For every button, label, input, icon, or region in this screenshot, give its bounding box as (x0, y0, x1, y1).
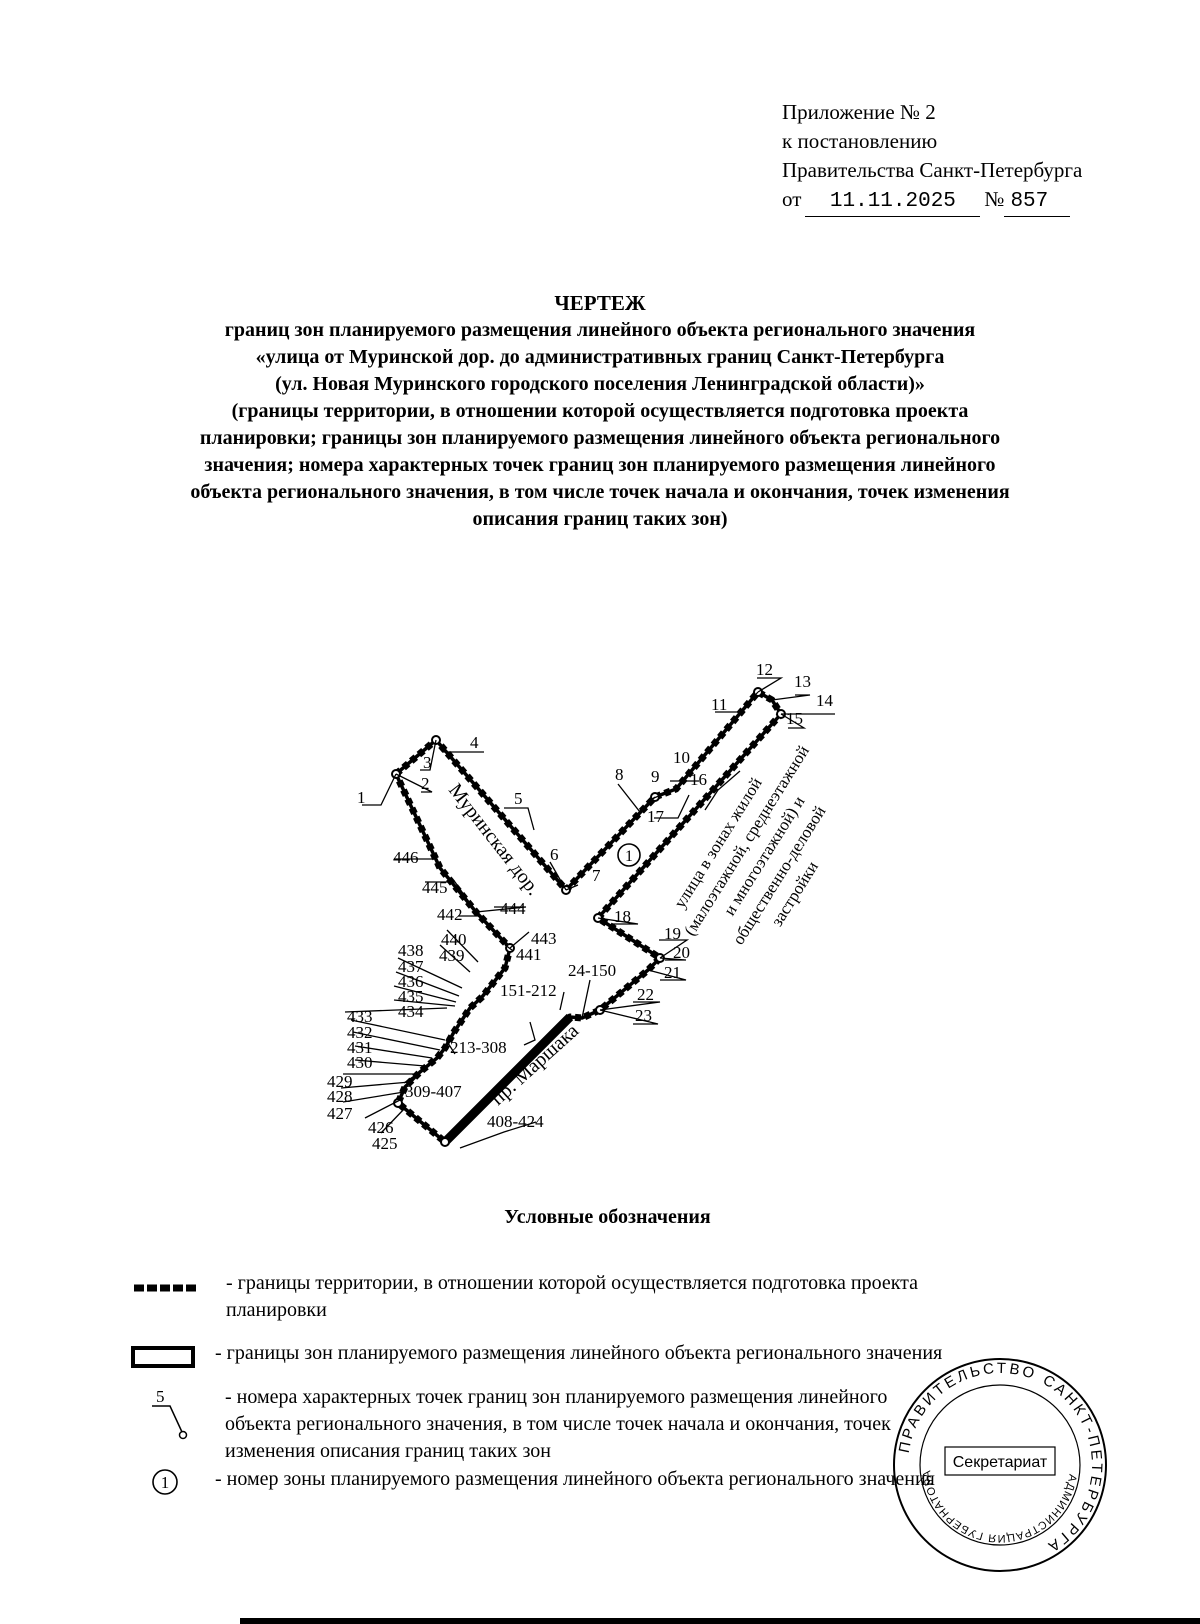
point-label: 438 (398, 941, 424, 960)
svg-text:5: 5 (156, 1387, 165, 1406)
point-label: 429 (327, 1072, 353, 1091)
range-label: 408-424 (487, 1112, 544, 1131)
range-label: 213-308 (450, 1038, 507, 1057)
point-label: 426 (368, 1118, 394, 1137)
title-line-4: (границы территории, в отношении которой… (231, 400, 969, 422)
svg-text:1: 1 (625, 848, 633, 865)
range-label: 151-212 (500, 981, 557, 1000)
title-heading: ЧЕРТЕЖ (554, 291, 646, 315)
point-label: 443 (531, 929, 557, 948)
point-label: 428 (327, 1087, 353, 1106)
number-label: № (984, 187, 1005, 211)
legend-text-3c: изменения описания границ таких зон (225, 1440, 552, 1462)
point-label: 425 (372, 1134, 398, 1153)
bottom-scan-edge (240, 1618, 1200, 1624)
road-label-murinskaya: Муринская дор. (444, 780, 545, 900)
from-label: от (782, 187, 802, 211)
svg-text:1: 1 (161, 1473, 170, 1492)
document-title: ЧЕРТЕЖ границ зон планируемого размещени… (100, 290, 1100, 533)
point-label: 21 (664, 963, 681, 982)
official-stamp: ПРАВИТЕЛЬСТВО САНКТ-ПЕТЕРБУРГА АДМИНИСТР… (893, 1358, 1107, 1572)
zone-description: улица в зонах жилой (малоэтажной, средне… (670, 742, 829, 948)
point-label: 10 (673, 748, 690, 767)
zone-number-marker: 1 (617, 843, 641, 867)
point-label: 14 (816, 691, 834, 710)
point-label: 430 (347, 1053, 373, 1072)
legend-text-2: - границы зон планируемого размещения ли… (215, 1342, 943, 1364)
range-label: 309-407 (405, 1082, 462, 1101)
appendix-block: Приложение № 2 к постановлению Правитель… (782, 98, 1082, 217)
point-label: 7 (592, 866, 601, 885)
point-labels: 1 2 3 4 5 6 7 8 9 10 11 12 13 14 15 16 1… (327, 660, 834, 1153)
point-label: 23 (635, 1006, 652, 1025)
legend-text-4: - номер зоны планируемого размещения лин… (215, 1468, 935, 1490)
legend-title: Условные обозначения (504, 1206, 711, 1228)
point-label: 436 (398, 972, 424, 991)
svg-text:АДМИНИСТРАЦИЯ ГУБЕРНАТОРА: АДМИНИСТРАЦИЯ ГУБЕРНАТОРА (921, 1469, 1078, 1544)
point-label: 435 (398, 987, 424, 1006)
title-line-6: значения; номера характерных точек грани… (204, 454, 996, 476)
point-label: 8 (615, 765, 624, 784)
point-label: 432 (347, 1023, 373, 1042)
point-label: 439 (439, 946, 465, 965)
point-label: 1 (357, 788, 366, 807)
title-line-8: описания границ таких зон) (472, 508, 728, 530)
point-label: 16 (690, 770, 707, 789)
legend-text-1: - границы территории, в отношении которо… (226, 1272, 919, 1294)
point-label: 434 (398, 1002, 424, 1021)
title-line-1: границ зон планируемого размещения линей… (224, 319, 976, 341)
zone-boundary-symbol (131, 1346, 195, 1368)
point-label: 6 (550, 845, 559, 864)
point-label: 3 (423, 753, 432, 772)
point-label: 433 (347, 1007, 373, 1026)
point-label: 5 (514, 789, 523, 808)
point-label: 13 (794, 672, 811, 691)
point-label: 442 (437, 905, 463, 924)
point-label: 22 (637, 985, 654, 1004)
decree-date: 11.11.2025 (805, 187, 981, 217)
point-label: 20 (673, 943, 690, 962)
zone-number-symbol: 1 (152, 1469, 178, 1495)
appendix-line-2: к постановлению (782, 129, 938, 153)
point-marker (440, 1137, 450, 1147)
stamp-center-text: Секретариат (953, 1454, 1048, 1471)
point-label: 19 (664, 924, 681, 943)
range-label: 24-150 (568, 961, 616, 980)
boundary-drawing: 1 2 3 4 5 6 7 8 9 10 11 12 13 14 15 16 1… (327, 660, 835, 1153)
point-label: 446 (393, 848, 419, 867)
point-label: 17 (647, 807, 665, 826)
legend-text-3b: объекта регионального значения, в том чи… (225, 1413, 891, 1435)
leader-lines (340, 677, 835, 1149)
road-label-marshaka: пр. Маршака (487, 1020, 584, 1110)
point-label: 437 (398, 957, 424, 976)
title-line-3: (ул. Новая Муринского городского поселен… (275, 373, 925, 395)
point-label: 12 (756, 660, 773, 679)
point-label: 18 (614, 907, 631, 926)
legend-text-1b: планировки (226, 1299, 327, 1321)
point-label: 2 (421, 774, 430, 793)
title-line-7: объекта регионального значения, в том чи… (190, 481, 1010, 503)
point-label: 431 (347, 1038, 373, 1057)
point-label: 444 (500, 899, 526, 918)
title-line-5: планировки; границы зон планируемого раз… (199, 427, 1001, 449)
point-label: 15 (786, 709, 803, 728)
point-number-symbol: 5 (152, 1387, 188, 1440)
point-label: 441 (516, 945, 542, 964)
decree-number: 857 (1004, 187, 1071, 217)
planning-territory-boundary (392, 688, 785, 1146)
point-label: 427 (327, 1104, 353, 1123)
marshaka-heavy-line (441, 1013, 574, 1146)
point-label: 445 (422, 878, 448, 897)
title-line-2: «улица от Муринской дор. до администрати… (255, 346, 945, 368)
point-label: 9 (651, 767, 660, 786)
appendix-line-3: Правительства Санкт-Петербурга (782, 158, 1083, 182)
point-label: 4 (470, 733, 479, 752)
dashed-line-symbol (134, 1284, 196, 1292)
legend-text-3: - номера характерных точек границ зон пл… (225, 1386, 888, 1408)
point-label: 11 (711, 695, 727, 714)
appendix-line-1: Приложение № 2 (782, 100, 936, 124)
point-label: 440 (441, 930, 467, 949)
